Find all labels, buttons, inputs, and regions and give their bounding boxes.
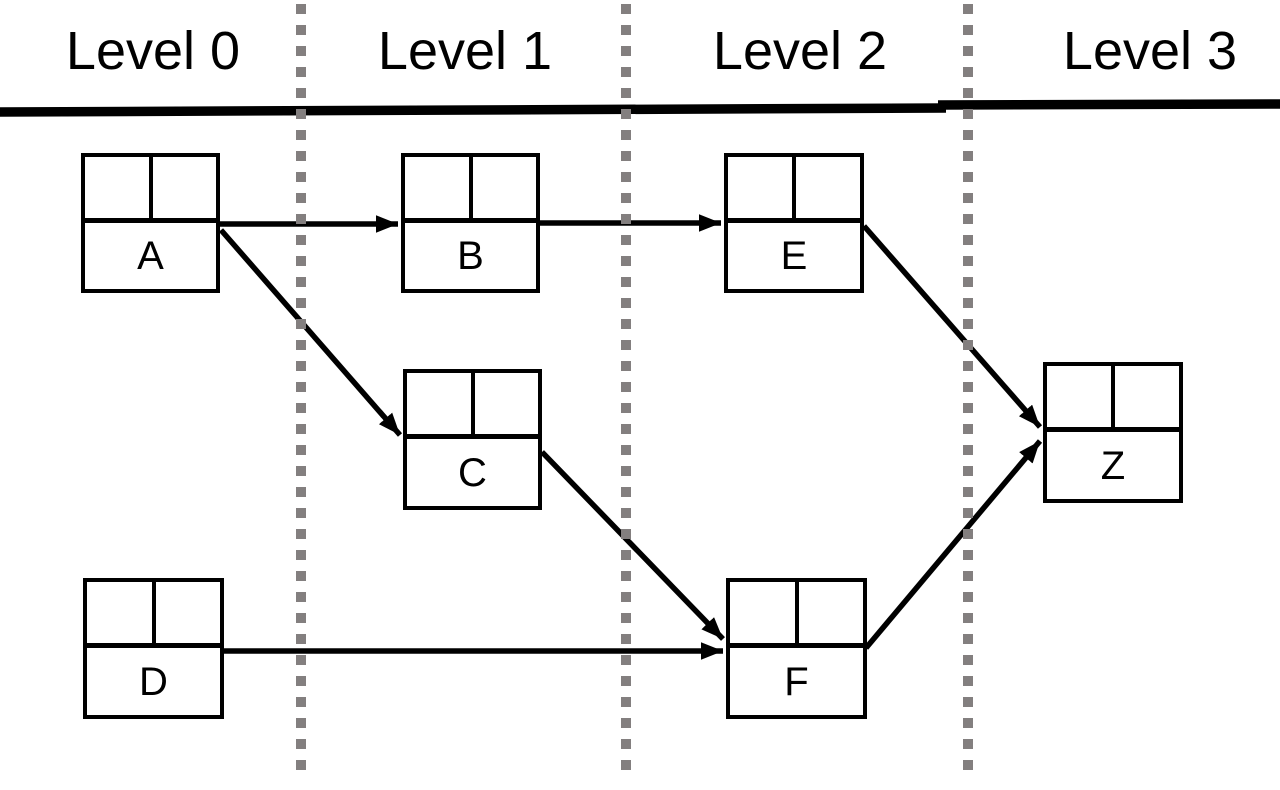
node-F-cell-left xyxy=(730,582,799,643)
header-rule-segment-0 xyxy=(0,103,947,117)
node-F-cell-right xyxy=(799,582,864,643)
header-rule xyxy=(0,99,1280,117)
node-F-label: F xyxy=(784,659,809,704)
node-E-label: E xyxy=(780,234,808,278)
node-F: F xyxy=(726,578,867,719)
node-C-label: C xyxy=(458,450,487,495)
edge-arrows xyxy=(218,214,1043,660)
level-label-1: Level 1 xyxy=(377,21,553,81)
level-separator-2 xyxy=(963,4,973,776)
node-E-cell-left xyxy=(728,157,796,218)
node-E: E xyxy=(724,153,864,293)
node-F-cells xyxy=(730,582,863,648)
node-E-cells xyxy=(728,157,860,223)
node-Z-cells xyxy=(1047,366,1179,432)
edge-C-F-arrow xyxy=(540,450,725,641)
edge-A-C-arrow xyxy=(218,228,403,437)
node-C: C xyxy=(403,369,542,510)
level-label-3: Level 3 xyxy=(1062,21,1238,81)
node-Z-cell-right xyxy=(1115,366,1179,427)
level-separator-0 xyxy=(296,4,306,776)
node-D-cell-right xyxy=(156,582,221,643)
node-D-cells xyxy=(87,582,220,648)
header-rule-segment-1 xyxy=(937,99,1280,110)
node-A-cell-left xyxy=(85,157,153,218)
node-A-cell-right xyxy=(153,157,217,218)
edge-E-Z-arrow xyxy=(861,224,1043,429)
node-D-label: D xyxy=(139,659,168,704)
node-C-cell-right xyxy=(475,373,539,434)
node-Z-label: Z xyxy=(1100,443,1126,488)
level-label-2: Level 2 xyxy=(712,21,888,81)
node-B-cell-left xyxy=(405,157,473,218)
node-B-label: B xyxy=(457,234,484,278)
node-A: A xyxy=(81,153,220,293)
node-B-cell-right xyxy=(473,157,537,218)
node-B: B xyxy=(401,153,540,293)
node-A-cells xyxy=(85,157,216,223)
node-B-cells xyxy=(405,157,536,223)
node-Z: Z xyxy=(1043,362,1183,503)
node-D-cell-left xyxy=(87,582,156,643)
level-separator-1 xyxy=(621,4,631,776)
level-label-0: Level 0 xyxy=(65,21,241,81)
node-E-cell-right xyxy=(796,157,860,218)
node-C-cells xyxy=(407,373,538,439)
node-D: D xyxy=(83,578,224,719)
node-Z-cell-left xyxy=(1047,366,1115,427)
edge-F-Z-arrow xyxy=(863,439,1043,650)
node-C-cell-left xyxy=(407,373,475,434)
node-A-label: A xyxy=(137,234,164,278)
